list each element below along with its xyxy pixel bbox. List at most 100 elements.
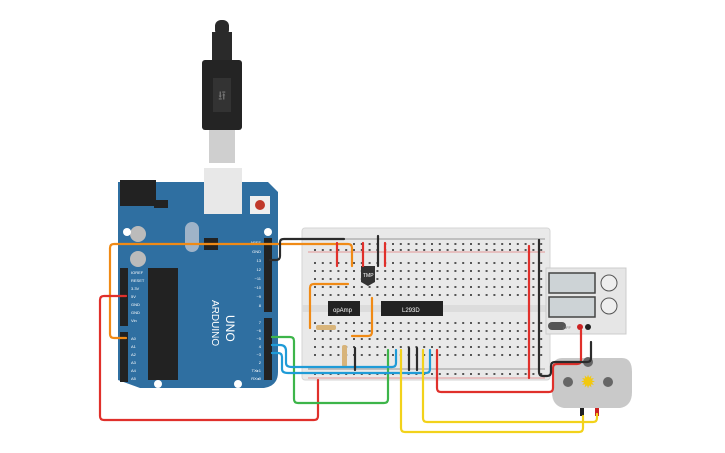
breadboard-hole[interactable]	[438, 249, 441, 251]
current-knob[interactable]	[600, 297, 618, 315]
breadboard-hole[interactable]	[329, 322, 332, 324]
breadboard-hole[interactable]	[423, 346, 426, 348]
breadboard-hole[interactable]	[353, 330, 355, 332]
wire-green-d5[interactable]	[270, 335, 390, 405]
breadboard-hole[interactable]	[368, 249, 371, 251]
resistor-1[interactable]	[316, 325, 336, 330]
breadboard-hole[interactable]	[392, 278, 394, 280]
breadboard-hole[interactable]	[501, 249, 504, 251]
breadboard-hole[interactable]	[485, 262, 488, 264]
breadboard-hole[interactable]	[415, 346, 418, 348]
power-supply[interactable]: OFF	[545, 267, 627, 335]
breadboard-hole[interactable]	[438, 243, 441, 245]
breadboard-hole[interactable]	[360, 322, 363, 324]
breadboard-hole[interactable]	[477, 338, 480, 340]
wire-yellow-2[interactable]	[421, 348, 599, 424]
breadboard-hole[interactable]	[368, 330, 371, 332]
breadboard-hole[interactable]	[540, 278, 543, 280]
breadboard-hole[interactable]	[462, 338, 465, 340]
breadboard-hole[interactable]	[540, 330, 543, 332]
breadboard-hole[interactable]	[314, 262, 316, 264]
analog-header[interactable]	[120, 332, 128, 382]
breadboard-hole[interactable]	[384, 330, 387, 332]
breadboard-hole[interactable]	[431, 338, 433, 340]
breadboard-hole[interactable]	[438, 278, 441, 280]
opamp-chip[interactable]	[328, 301, 360, 316]
wire-black-jumpers[interactable]	[353, 346, 419, 372]
wire-red-5v[interactable]	[98, 294, 320, 422]
breadboard-hole[interactable]	[353, 262, 355, 264]
breadboard-hole[interactable]	[337, 346, 340, 348]
breadboard-hole[interactable]	[485, 354, 488, 356]
breadboard-hole[interactable]	[423, 338, 426, 340]
breadboard-hole[interactable]	[423, 278, 426, 280]
breadboard-hole[interactable]	[314, 286, 316, 288]
breadboard-hole[interactable]	[368, 322, 371, 324]
breadboard-hole[interactable]	[438, 330, 441, 332]
breadboard-hole[interactable]	[454, 249, 457, 251]
breadboard-hole[interactable]	[314, 322, 316, 324]
breadboard-hole[interactable]	[360, 354, 363, 356]
breadboard-hole[interactable]	[532, 286, 535, 288]
breadboard-hole[interactable]	[454, 270, 457, 272]
breadboard-hole[interactable]	[314, 338, 316, 340]
breadboard-hole[interactable]	[345, 286, 348, 288]
breadboard-hole[interactable]	[509, 373, 511, 375]
breadboard-hole[interactable]	[485, 243, 488, 245]
breadboard-hole[interactable]	[516, 243, 519, 245]
breadboard-hole[interactable]	[423, 354, 426, 356]
breadboard-hole[interactable]	[501, 373, 504, 375]
breadboard-hole[interactable]	[392, 354, 394, 356]
breadboard-hole[interactable]	[477, 373, 480, 375]
breadboard-hole[interactable]	[368, 243, 371, 245]
breadboard-hole[interactable]	[493, 346, 496, 348]
breadboard-hole[interactable]	[321, 294, 324, 296]
breadboard-hole[interactable]	[516, 262, 519, 264]
wire-red-supply[interactable]	[435, 328, 583, 394]
breadboard-hole[interactable]	[540, 270, 543, 272]
breadboard-hole[interactable]	[509, 270, 511, 272]
breadboard-hole[interactable]	[329, 278, 332, 280]
breadboard-hole[interactable]	[407, 262, 410, 264]
breadboard-hole[interactable]	[493, 330, 496, 332]
breadboard-hole[interactable]	[477, 270, 480, 272]
breadboard-hole[interactable]	[329, 346, 332, 348]
breadboard-hole[interactable]	[329, 270, 332, 272]
breadboard-hole[interactable]	[376, 294, 379, 296]
breadboard-hole[interactable]	[509, 346, 511, 348]
breadboard-hole[interactable]	[399, 243, 402, 245]
breadboard-hole[interactable]	[438, 286, 441, 288]
breadboard-hole[interactable]	[477, 354, 480, 356]
breadboard-hole[interactable]	[509, 286, 511, 288]
breadboard-hole[interactable]	[415, 262, 418, 264]
breadboard-hole[interactable]	[415, 294, 418, 296]
breadboard-hole[interactable]	[438, 322, 441, 324]
breadboard-hole[interactable]	[454, 338, 457, 340]
breadboard-hole[interactable]	[368, 294, 371, 296]
breadboard-hole[interactable]	[532, 249, 535, 251]
breadboard-hole[interactable]	[501, 262, 504, 264]
breadboard-hole[interactable]	[423, 262, 426, 264]
power-toggle[interactable]	[548, 322, 566, 330]
breadboard-hole[interactable]	[360, 346, 363, 348]
breadboard-hole[interactable]	[462, 294, 465, 296]
breadboard-hole[interactable]	[454, 278, 457, 280]
breadboard-hole[interactable]	[540, 243, 543, 245]
wire-orange-a0[interactable]	[108, 242, 354, 340]
breadboard-hole[interactable]	[314, 354, 316, 356]
breadboard-hole[interactable]	[462, 262, 465, 264]
breadboard-hole[interactable]	[477, 286, 480, 288]
breadboard-hole[interactable]	[329, 286, 332, 288]
breadboard-hole[interactable]	[485, 249, 488, 251]
breadboard-hole[interactable]	[454, 354, 457, 356]
breadboard-hole[interactable]	[477, 346, 480, 348]
breadboard-hole[interactable]	[329, 294, 332, 296]
breadboard-hole[interactable]	[314, 330, 316, 332]
breadboard-hole[interactable]	[524, 270, 527, 272]
breadboard-hole[interactable]	[431, 294, 433, 296]
breadboard-hole[interactable]	[438, 346, 441, 348]
breadboard-hole[interactable]	[376, 330, 379, 332]
breadboard-hole[interactable]	[438, 294, 441, 296]
breadboard-hole[interactable]	[446, 294, 449, 296]
